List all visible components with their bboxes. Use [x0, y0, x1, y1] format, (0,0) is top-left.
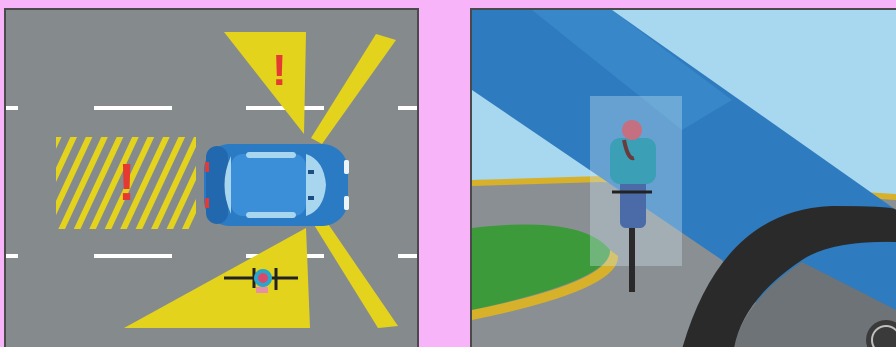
- driver-view-illustration: [470, 8, 896, 347]
- top-down-road-illustration: ! !: [6, 10, 417, 347]
- front-warning-mark: !: [272, 46, 287, 95]
- car-top-view: [204, 144, 349, 226]
- blind-spot-diagram: ! !: [4, 8, 419, 347]
- rear-warning-mark: !: [118, 154, 135, 212]
- driver-perspective-scene: [472, 10, 896, 347]
